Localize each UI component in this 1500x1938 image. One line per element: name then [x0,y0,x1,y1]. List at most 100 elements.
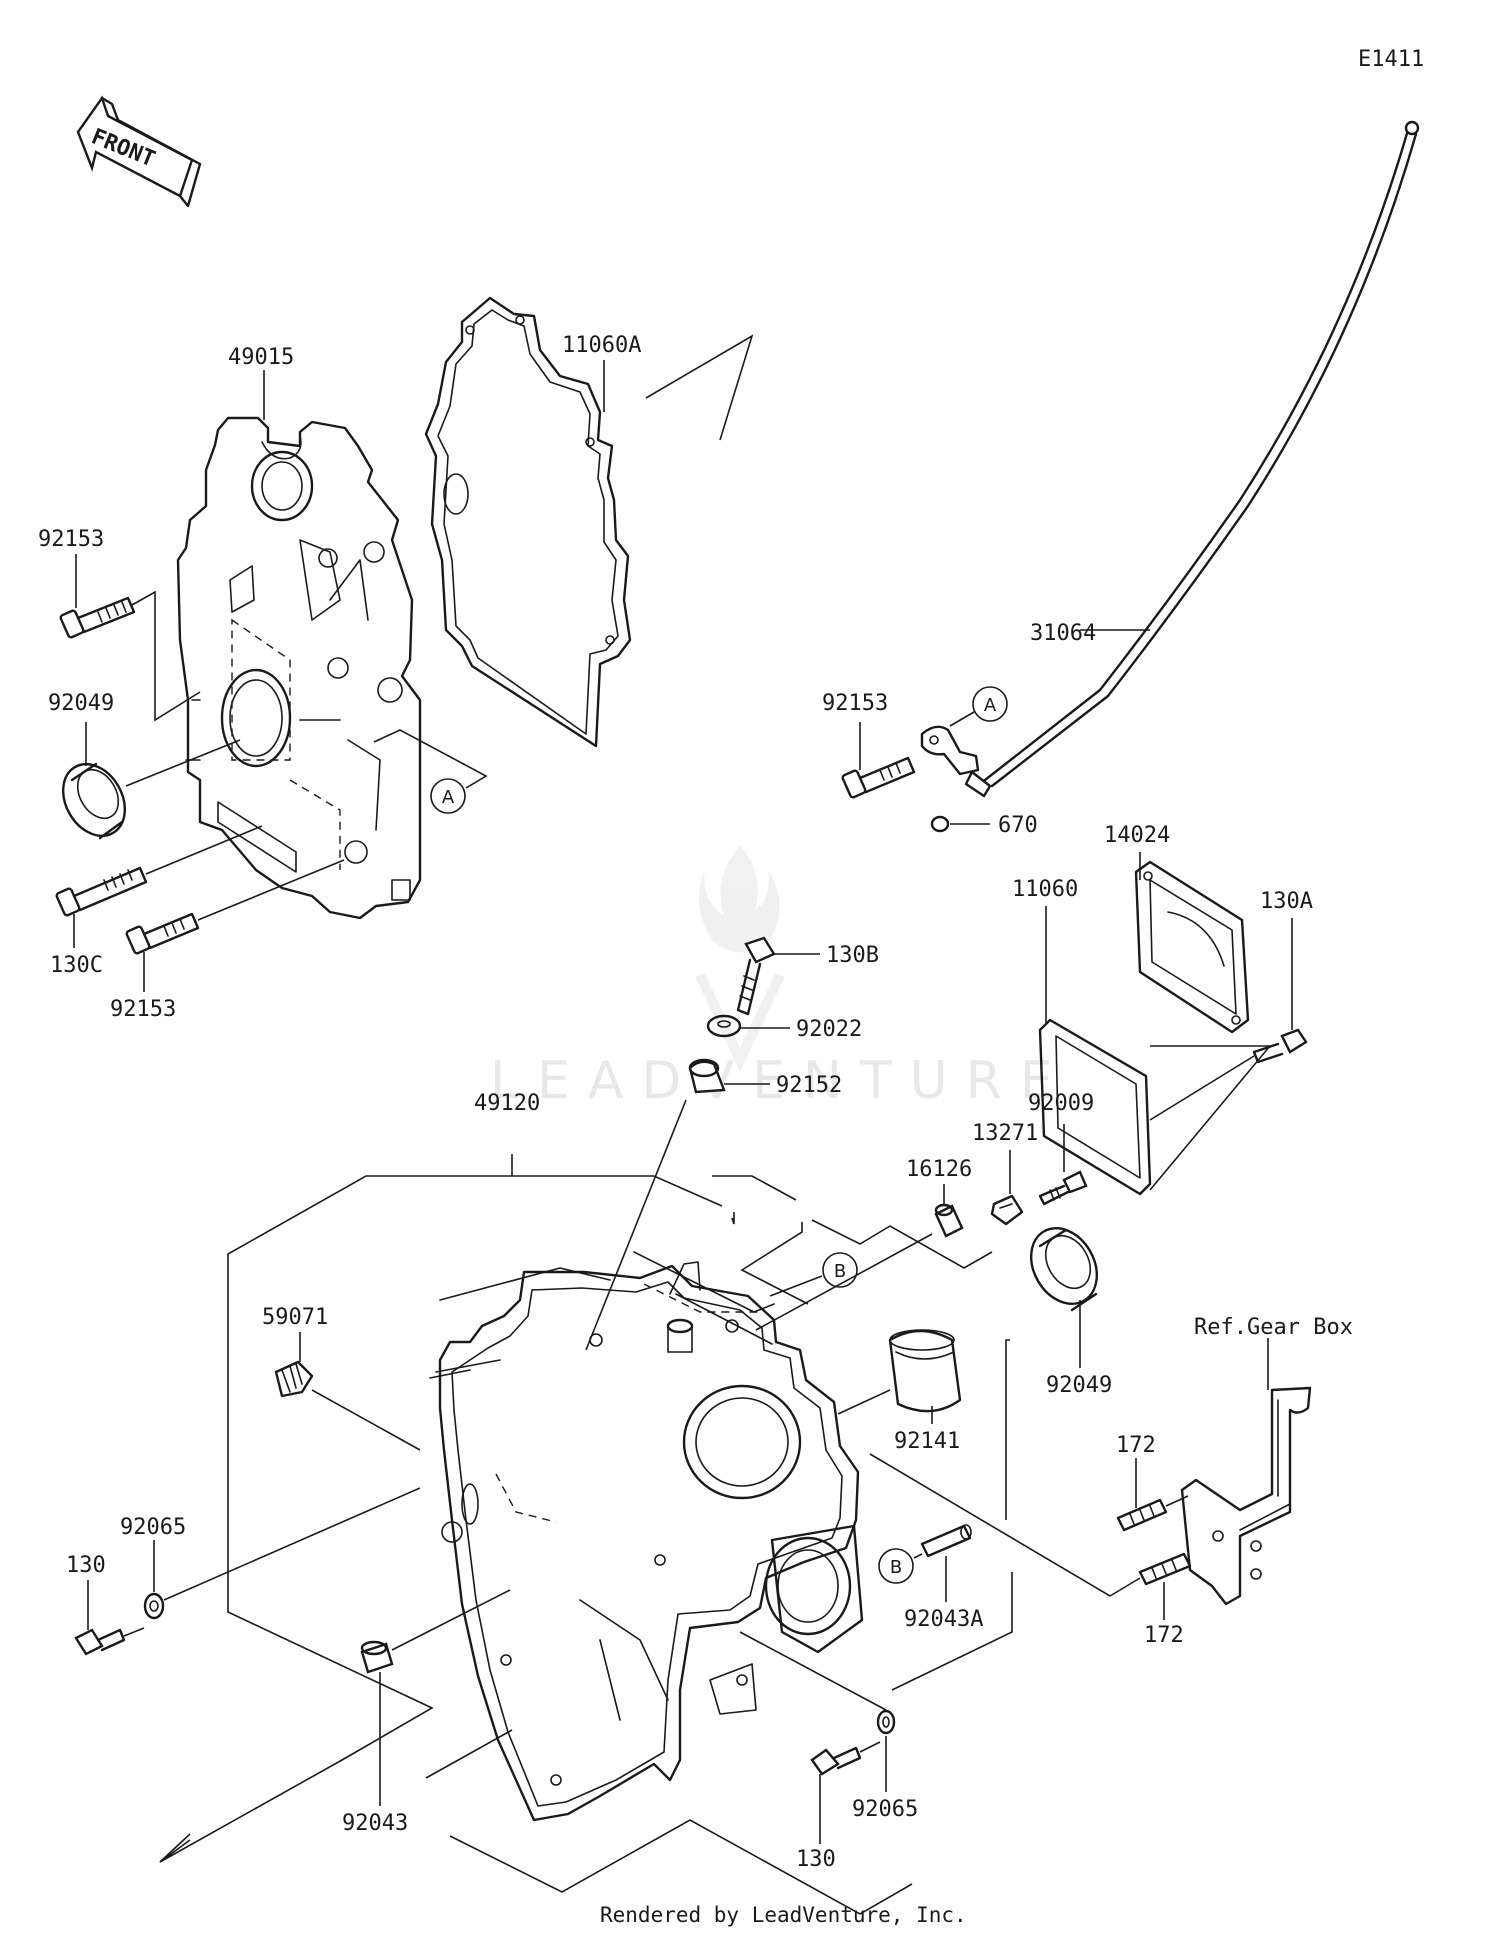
bracket-49120-tick [731,1212,735,1225]
leader-92049-a-cover [125,739,241,787]
leader-92141-case [837,1389,891,1415]
bushing-92141 [888,1329,962,1413]
dowel-92043 [360,1640,394,1674]
ref-marker-b-upper: B [822,1252,858,1288]
plug-59071 [274,1360,314,1398]
gasket-11060 [1038,1018,1152,1196]
leader-130A-cover [1149,1055,1255,1121]
callout-11060A: 11060A [562,333,641,358]
callout-172-b: 172 [1144,1623,1184,1648]
bolt-130-b [810,1746,862,1776]
footer-credit: Rendered by LeadVenture, Inc. [600,1903,967,1927]
bracket-49120-top [712,1175,797,1201]
callout-130-a: 130 [66,1553,106,1578]
callout-31064: 31064 [1030,621,1096,646]
bracket-49120-bottom [425,1729,913,1915]
leader-172-a-bracket [1165,1495,1189,1507]
ref-marker-a-left: A [430,778,466,814]
callout-92153-a: 92153 [38,527,104,552]
callout-11060: 11060 [1012,877,1078,902]
callout-49120: 49120 [474,1091,540,1116]
callout-92065-b: 92065 [852,1797,918,1822]
leader-130-b-case [739,1631,887,1753]
callout-16126: 16126 [906,1157,972,1182]
bracket-49120-right [1005,1339,1010,1520]
callout-92049-b: 92049 [1046,1373,1112,1398]
leader-92153-a [131,590,201,722]
callout-130C: 130C [50,953,103,978]
stud-172-b [1138,1552,1192,1586]
assembly-line-upper [645,334,754,441]
leader-59071-case [311,1389,421,1451]
callout-92153-b: 92153 [110,997,176,1022]
washer-92022 [706,1014,742,1038]
svg-text:A: A [984,695,997,716]
callout-59071: 59071 [262,1305,328,1330]
ref-gear-box-label: Ref.Gear Box [1194,1315,1353,1340]
callout-92009: 92009 [1028,1091,1094,1116]
callout-92022: 92022 [796,1017,862,1042]
bolt-130A [1252,1028,1308,1064]
leader-130-a-case [123,1487,421,1637]
callout-130B: 130B [826,943,879,968]
crankcase-49120 [429,1251,864,1822]
callout-130A: 130A [1260,889,1313,914]
oring-670 [930,815,950,833]
callout-14024: 14024 [1104,823,1170,848]
bracket-49120-line [811,1219,993,1269]
ref-marker-a-right: A [972,686,1008,722]
callout-92043A: 92043A [904,1607,983,1632]
callout-92141: 92141 [894,1429,960,1454]
svg-text:A: A [442,787,455,808]
bolt-92153-a [59,596,136,639]
leader-130C-cover [145,825,263,875]
seal-92049-a [61,762,127,840]
callout-172-a: 172 [1116,1433,1156,1458]
callout-92043: 92043 [342,1811,408,1836]
leader-92152-case [585,1099,687,1351]
leader-ref-b-lower [913,1553,923,1559]
bracket-49120-end [159,1839,191,1863]
screw-92009 [1038,1170,1088,1206]
callout-130-b: 130 [796,1847,836,1872]
callout-92152: 92152 [776,1073,842,1098]
leader-ref-a-left [373,729,488,789]
bracket-49120-right-lower [891,1572,1013,1691]
leader-ref-a-right [949,711,975,727]
dipstick-tube-31064 [964,120,1420,798]
bolt-92153-c [841,756,916,799]
washer-92065-a [143,1592,165,1620]
leader-92043-case [391,1589,511,1651]
washer-92065-b [876,1709,896,1735]
svg-text:B: B [890,1557,902,1578]
cover-14024 [1134,860,1250,1034]
tube-bracket [920,725,980,776]
gasket-11060A [424,296,632,748]
leader-16126-case [755,1233,933,1331]
leader-11060-cover [1149,1045,1272,1191]
callout-49015: 49015 [228,345,294,370]
callout-92065-a: 92065 [120,1515,186,1540]
bracket-49120-b [740,1222,809,1305]
dowel-16126 [934,1203,964,1238]
seal-92049-b [1030,1227,1098,1312]
callout-13271: 13271 [972,1121,1038,1146]
front-direction-arrow: FRONT [76,95,202,208]
clip-13271 [990,1194,1024,1226]
callout-92153-c: 92153 [822,691,888,716]
bolt-130B [736,936,776,1016]
stud-172-a [1116,1498,1168,1532]
leader-ref-b-upper [769,1275,823,1297]
timing-cover-49015 [176,416,422,920]
callout-92049-a: 92049 [48,691,114,716]
svg-text:B: B [834,1261,846,1282]
pin-92043A [920,1524,972,1558]
watermark-logo [695,845,785,1072]
leader-92153-b-cover [197,859,345,921]
ref-marker-b-lower: B [878,1548,914,1584]
callout-670: 670 [998,813,1038,838]
cap-92152 [688,1058,726,1094]
bracket-49120 [159,1154,723,1863]
gear-box-bracket [1180,1386,1312,1606]
